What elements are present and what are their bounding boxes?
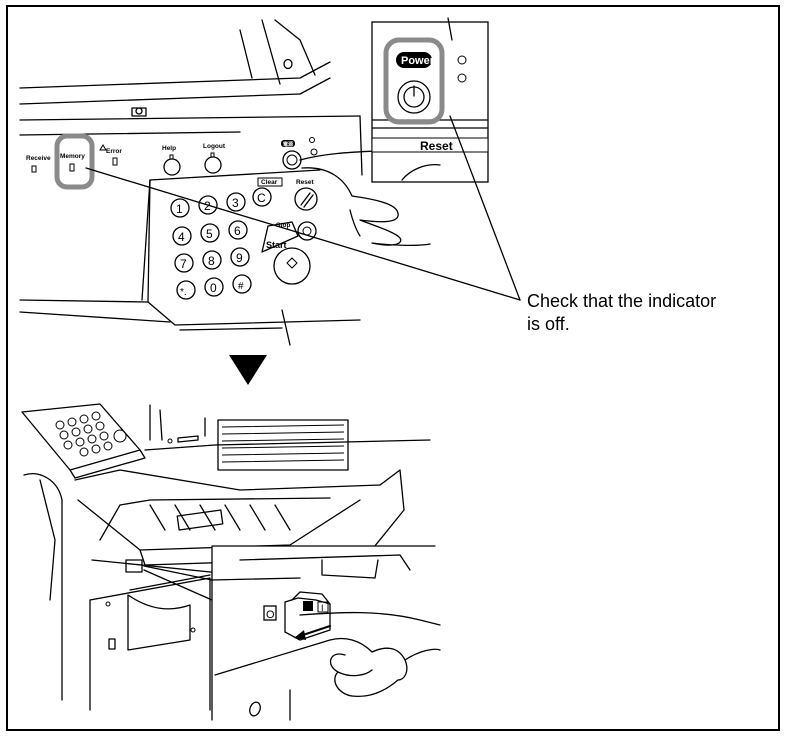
- main-power-indicator: [310, 148, 318, 156]
- svg-text:#: #: [238, 281, 244, 292]
- memory-label: Memory: [60, 153, 85, 160]
- error-led: [112, 157, 118, 166]
- main-power-indicator-large: [457, 73, 467, 83]
- key-7[interactable]: [174, 253, 194, 273]
- power-inset: Power Reset: [371, 17, 489, 183]
- svg-text:電源: 電源: [283, 141, 293, 148]
- svg-text:3: 3: [232, 196, 239, 210]
- warning-icon: [99, 144, 107, 151]
- receive-led: [31, 165, 37, 173]
- callout-line-1: Check that the indicator: [527, 291, 717, 311]
- key-3[interactable]: [226, 192, 246, 212]
- reset-button[interactable]: [294, 187, 318, 211]
- key-2[interactable]: [198, 195, 218, 215]
- memory-led: [69, 163, 75, 172]
- svg-text:I: I: [321, 603, 324, 613]
- key-9[interactable]: [230, 247, 250, 267]
- power-label: Power: [401, 55, 435, 67]
- power-key[interactable]: [282, 150, 302, 170]
- svg-text:5: 5: [206, 227, 213, 241]
- switch-off-mark: [263, 605, 277, 621]
- power-key-large[interactable]: [397, 80, 431, 114]
- key-5[interactable]: [200, 223, 220, 243]
- svg-text:4: 4: [178, 230, 185, 244]
- stop-button[interactable]: [297, 221, 317, 241]
- numeric-keypad: 1 2 3 4 5 6 7 8 9 *. 0 #: [170, 192, 252, 300]
- start-label: Start: [266, 240, 287, 250]
- start-button[interactable]: [273, 247, 311, 285]
- key-hash[interactable]: [232, 274, 252, 294]
- key-4[interactable]: [172, 226, 192, 246]
- svg-text:0: 0: [210, 281, 217, 295]
- main-switch-location: [125, 559, 143, 573]
- svg-text:8: 8: [208, 254, 215, 268]
- stop-label: Stop: [276, 222, 290, 229]
- energy-saver-icon: [457, 55, 467, 65]
- reset-label: Reset: [296, 179, 315, 186]
- svg-text:7: 7: [180, 257, 187, 271]
- svg-text:9: 9: [236, 251, 243, 265]
- key-star[interactable]: [176, 280, 196, 300]
- clear-button[interactable]: [252, 187, 272, 207]
- down-arrow-icon: [229, 355, 267, 385]
- clear-label: Clear: [261, 179, 278, 186]
- hand-pressing-power: [299, 149, 431, 247]
- help-button[interactable]: [163, 158, 181, 176]
- leader-line-power: [449, 115, 521, 301]
- power-key-badge: [281, 140, 295, 147]
- power-label-badge: [396, 52, 432, 68]
- key-0[interactable]: [204, 277, 224, 297]
- help-label: Help: [162, 145, 176, 152]
- svg-text:2: 2: [204, 199, 211, 213]
- memory-highlight: [54, 133, 95, 190]
- machine-illustration: [21, 403, 431, 711]
- svg-text:O: O: [266, 609, 275, 621]
- press-arrow-icon: [294, 630, 306, 640]
- svg-text:1: 1: [176, 202, 183, 216]
- clear-key-glyph: C: [257, 191, 266, 205]
- svg-text:*.: *.: [180, 287, 187, 298]
- start-button-frame: [261, 221, 299, 253]
- side-latch: [108, 638, 116, 650]
- leader-line-memory: [85, 167, 521, 301]
- key-8[interactable]: [202, 250, 222, 270]
- svg-text:6: 6: [234, 224, 241, 238]
- operation-panel: Receive Memory Error Help Logout 電源 Clea…: [19, 19, 431, 346]
- error-label: Error: [106, 148, 122, 155]
- main-power-switch[interactable]: [284, 597, 331, 641]
- power-highlight: [383, 37, 445, 125]
- hand-pressing-switch: [299, 611, 441, 698]
- reset-label-large: Reset: [420, 139, 453, 153]
- logout-label: Logout: [203, 143, 226, 150]
- callout-line-2: is off.: [527, 314, 570, 334]
- logout-button[interactable]: [204, 156, 222, 174]
- key-1[interactable]: [170, 198, 190, 218]
- key-6[interactable]: [228, 220, 248, 240]
- receive-label: Receive: [26, 155, 51, 162]
- main-switch-inset: O I: [211, 545, 441, 721]
